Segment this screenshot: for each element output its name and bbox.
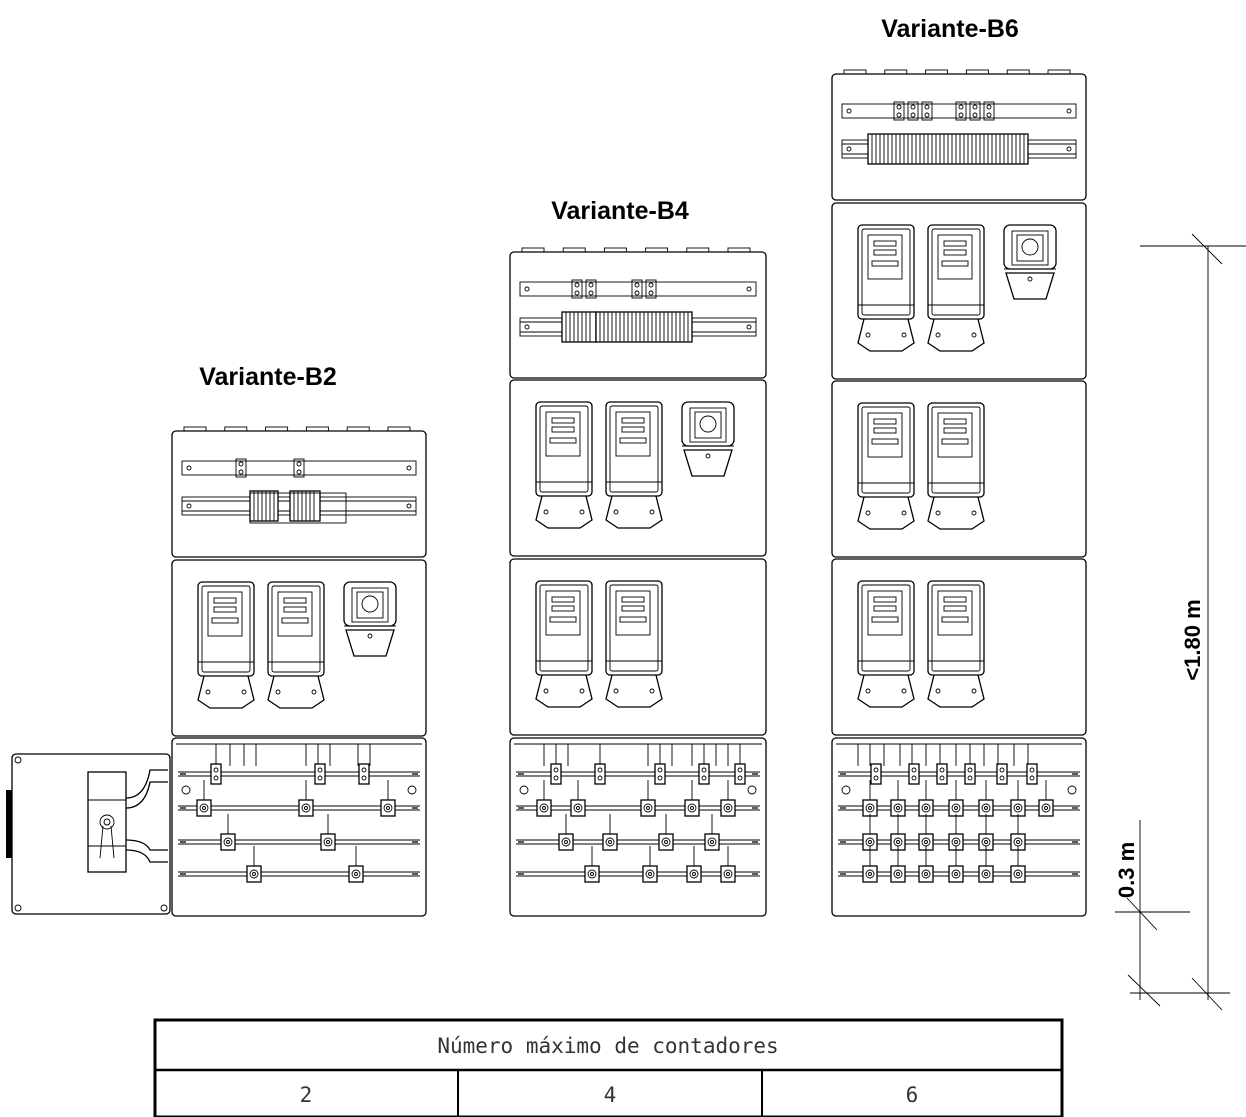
max-meters-table [153,1018,1064,1117]
table-cell-b6: 6 [906,1083,919,1107]
dimension-lines [1115,233,1246,1011]
title-variante-b4: Variante-B4 [551,197,689,225]
control-device-icon [1003,224,1057,300]
title-variante-b2: Variante-B2 [199,363,337,391]
meter-section [831,558,1087,736]
meter-section [831,380,1087,558]
title-variante-b6: Variante-B6 [881,15,1019,43]
electric-meter-icon [197,581,255,709]
electric-meter-icon [535,580,593,708]
electric-meter-icon [605,401,663,529]
table-cell-b2: 2 [300,1083,313,1107]
control-device-icon [343,581,397,657]
table-cell-b4: 4 [604,1083,617,1107]
distribution-rail-section [171,426,427,558]
electric-meter-icon [535,401,593,529]
distribution-rail-section [509,247,767,379]
electric-meter-icon [605,580,663,708]
cabinet-variante-b2 [6,426,427,917]
cabinet-variante-b4 [509,247,767,917]
terminal-section [509,737,767,917]
table-header: Número máximo de contadores [437,1034,778,1058]
electric-meter-icon [857,224,915,352]
electric-meter-icon [927,224,985,352]
control-device-icon [681,401,735,477]
dimension-total-height: <1.80 m [1180,599,1205,680]
electric-meter-icon [857,580,915,708]
electric-meter-icon [857,402,915,530]
meter-section [831,202,1087,380]
cabinet-variante-b6 [831,69,1087,917]
terminal-section [171,737,427,917]
electric-meter-icon [267,581,325,709]
meter-section [509,379,767,557]
cabinets-layer [6,69,1087,917]
dimension-base-height: 0.3 m [1114,842,1139,898]
electric-meter-icon [927,402,985,530]
distribution-rail-section [831,69,1087,201]
terminal-section [831,737,1087,917]
meter-section [509,558,767,736]
meter-section [171,559,427,737]
electric-meter-icon [927,580,985,708]
main-switch-box [6,753,171,915]
